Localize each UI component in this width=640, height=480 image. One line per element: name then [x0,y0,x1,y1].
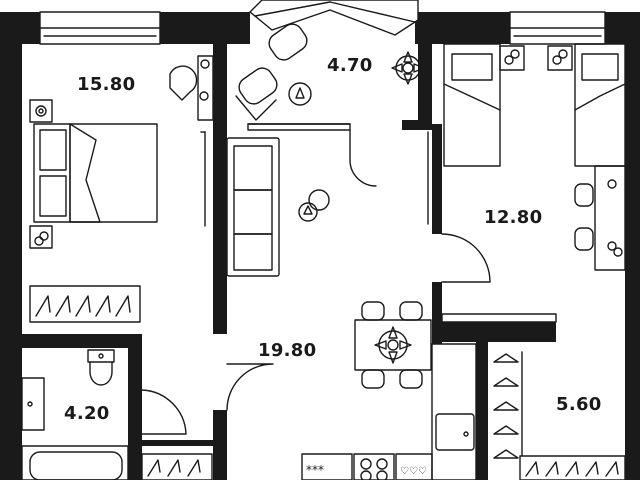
stove-icon [353,453,395,480]
plant-icon [298,189,330,222]
balcony-area-label: 4.70 [327,55,373,76]
dining-table-icon [354,319,432,371]
toilet-icon [87,349,115,386]
living-kitchen-area-label: 19.80 [258,340,317,361]
bathtub-icon [21,445,129,480]
hanger-icon [35,295,131,317]
kids-bedroom-area-label: 12.80 [484,207,543,228]
svg-text:♡♡♡: ♡♡♡ [400,466,427,477]
sink-icon [435,413,475,451]
bedroom-area-label: 15.80 [77,74,136,95]
bed-icon [33,123,158,223]
bed-icon [443,43,626,167]
hanger-icon [525,461,619,477]
lamp-icon [499,45,573,71]
bedroom [29,55,214,323]
desk-icon [594,165,626,271]
sink-icon [21,377,45,431]
kids-bedroom [427,43,626,323]
flower-icon [391,51,425,85]
lamp-icon [200,59,210,69]
balcony [235,23,425,187]
windows [39,0,606,45]
lamp-icon [29,225,53,249]
flower-icon [374,326,412,364]
wardrobe-area-label: 5.60 [556,394,602,415]
living-kitchen: *** ♡♡♡ [226,137,491,480]
sofa-icon [226,137,280,277]
armchair-icon [169,65,209,101]
bathroom-area-label: 4.20 [64,403,110,424]
wardrobe [493,351,626,480]
plant-icon [288,82,312,106]
hanger-icon [493,353,519,459]
hanger-icon [141,453,213,480]
bathroom [21,349,213,480]
walls [0,12,640,480]
chair-icon [574,183,594,251]
armchair-icon [235,23,308,121]
svg-text:***: *** [306,463,324,477]
plant-icon [29,99,53,123]
chair-icon [361,301,423,389]
